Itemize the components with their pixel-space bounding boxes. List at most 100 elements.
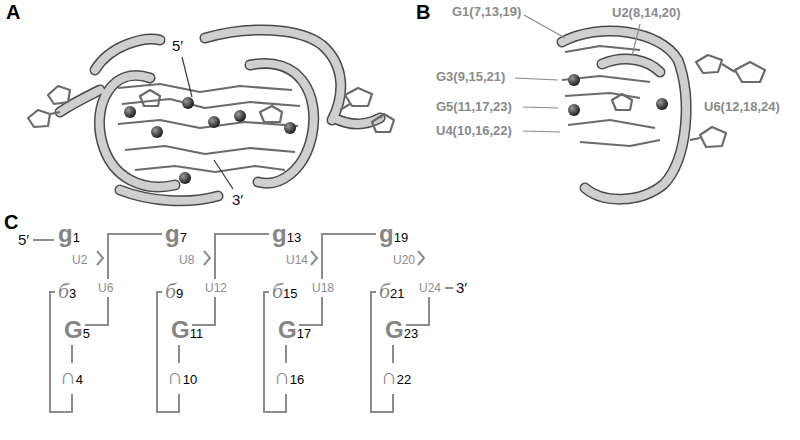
connecting-loop — [108, 234, 162, 279]
residue-label: G3(9,15,21) — [436, 70, 505, 83]
uracil-label: U18 — [312, 282, 334, 294]
uracil-label: U6 — [98, 282, 113, 294]
position-number: 13 — [287, 230, 301, 245]
tube-fill — [562, 31, 686, 199]
position-number: 21 — [390, 286, 404, 301]
ribose-ring — [696, 55, 722, 73]
backbone-tube — [562, 31, 686, 199]
uracil-label: U12 — [205, 282, 227, 294]
leader-lines — [182, 57, 233, 189]
base-stick — [135, 166, 285, 172]
residue-label: G1(7,13,19) — [452, 5, 521, 18]
base-ring — [260, 106, 282, 122]
panel-letter: A — [6, 2, 20, 22]
nucleotide-letter: G — [171, 316, 190, 343]
ribose-ring — [372, 114, 394, 132]
nucleotide-letter: ∩ — [167, 364, 183, 389]
nucleotide-letter: g — [272, 220, 287, 247]
bracket-group — [157, 251, 215, 412]
residue-label: U2(8,14,20) — [612, 6, 681, 19]
tube-outline — [60, 30, 380, 201]
position-number: 7 — [180, 230, 187, 245]
strand-end-label: 5′ — [18, 232, 29, 247]
strand-end-label: 3′ — [456, 280, 467, 295]
nucleotide-letter: ∩ — [60, 364, 76, 389]
guanine-label: g1 — [58, 222, 80, 246]
ion-sphere — [568, 74, 580, 86]
leader-line — [515, 78, 558, 80]
guanine-flipped-label: б21 — [379, 280, 405, 302]
leader-line — [182, 57, 192, 97]
position-number: 19 — [394, 230, 408, 245]
nucleotide-letter: б — [165, 278, 176, 303]
uracil-label: U20 — [393, 254, 415, 266]
uracil-label: U14 — [286, 254, 308, 266]
nucleotide-letter: g — [165, 220, 180, 247]
guanine-label: G5 — [64, 318, 90, 342]
base-stick — [50, 112, 60, 114]
panel-letter: C — [4, 212, 18, 232]
position-number: 3 — [69, 286, 76, 301]
residue-label: U4(10,16,22) — [436, 124, 512, 137]
guanine-label: G11 — [171, 318, 203, 342]
strand-end-label: 3′ — [232, 192, 243, 207]
position-number: 15 — [283, 286, 297, 301]
position-number: 22 — [397, 372, 411, 387]
nucleotide-letter: G — [385, 316, 404, 343]
position-number: 9 — [176, 286, 183, 301]
strand-line — [445, 287, 453, 289]
guanine-flipped-label: б9 — [165, 280, 183, 302]
tube-fill — [60, 30, 380, 201]
position-number: 11 — [190, 326, 204, 341]
ribose-ring — [700, 127, 726, 147]
uracil-label: U24 — [419, 282, 441, 294]
guanine-label: G23 — [385, 318, 418, 342]
bracket-group — [50, 251, 108, 412]
guanine-label: g19 — [379, 222, 408, 246]
ion-sphere — [656, 98, 668, 110]
ion-sphere — [208, 116, 220, 128]
guanine-flipped-label: б3 — [58, 280, 76, 302]
ion-sphere — [234, 110, 246, 122]
leader-line — [524, 15, 565, 38]
tube-outline — [562, 31, 686, 199]
nucleotide-letter: б — [379, 278, 390, 303]
backbone-tube — [60, 30, 380, 201]
residue-label: U6(12,18,24) — [704, 100, 780, 113]
ion-sphere — [284, 122, 296, 134]
leader-line — [523, 107, 558, 108]
ribose-ring — [48, 86, 70, 104]
connecting-loop — [215, 234, 269, 279]
strand-end-label: 5′ — [172, 38, 183, 53]
nucleotide-letter: g — [58, 220, 73, 247]
leader-line — [214, 160, 233, 189]
ribose-ring — [28, 110, 50, 127]
strand-line — [33, 239, 54, 241]
ion-sphere — [151, 126, 163, 138]
position-number: 23 — [404, 326, 418, 341]
bracket-group — [371, 251, 429, 412]
guanine-label: G17 — [278, 318, 311, 342]
residue-label: G5(11,17,23) — [436, 100, 512, 113]
position-number: 4 — [76, 372, 83, 387]
guanine-label: g7 — [165, 222, 187, 246]
base-stick — [125, 146, 295, 154]
base-ring — [140, 90, 160, 106]
connecting-loop — [322, 234, 376, 279]
guanine-flipped-label: б15 — [272, 280, 298, 302]
leader-line — [523, 131, 560, 132]
base-stick — [340, 104, 382, 118]
ribose-ring — [735, 62, 765, 82]
uracil-label: U2 — [72, 254, 87, 266]
topology-brackets — [33, 234, 453, 412]
panel-letter: B — [416, 2, 430, 22]
ion-sphere — [182, 97, 194, 109]
nucleotide-letter: б — [58, 278, 69, 303]
position-number: 16 — [290, 372, 304, 387]
base-stick — [580, 140, 660, 146]
base-stick — [565, 46, 640, 52]
uracil-flipped-label: ∩4 — [60, 366, 83, 388]
position-number: 17 — [297, 326, 311, 341]
ion-sphere — [124, 106, 136, 118]
